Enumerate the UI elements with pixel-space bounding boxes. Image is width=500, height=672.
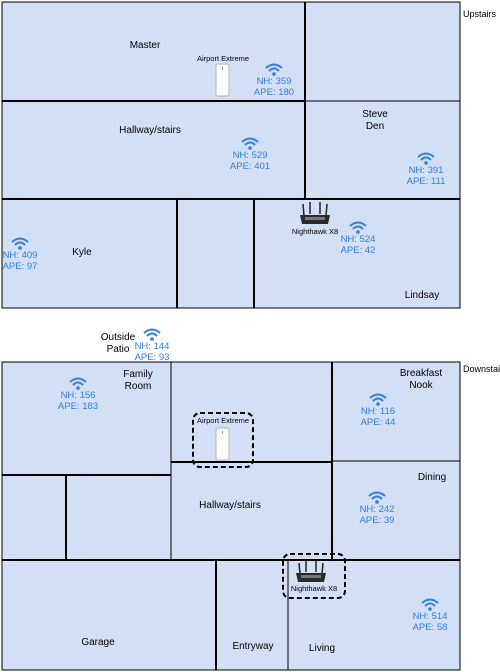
ape-value: APE: 401 xyxy=(229,161,271,172)
wifi-icon xyxy=(417,152,435,165)
wifi-icon xyxy=(368,491,386,504)
downstairs-outline xyxy=(1,361,461,671)
room-label-living: Living xyxy=(308,643,336,654)
wifi-icon xyxy=(421,598,439,611)
highlight-frame xyxy=(192,412,254,468)
device-label-airport-upstairs: Airport Extreme xyxy=(196,54,250,63)
downstairs-plan xyxy=(1,361,461,671)
wifi-icon xyxy=(69,377,87,390)
nighthawk-router-device xyxy=(300,202,330,224)
ape-value: APE: 111 xyxy=(406,176,446,187)
signal-reading-family-room: NH: 156 APE: 183 xyxy=(50,376,106,412)
room-label-hallway-downstairs: Hallway/stairs xyxy=(199,500,261,511)
room-label-line: Outside xyxy=(100,332,136,343)
signal-reading-dining: NH: 242 APE: 39 xyxy=(349,490,405,526)
wifi-icon xyxy=(143,328,161,341)
airport-extreme-device xyxy=(215,427,230,461)
device-label-nighthawk-upstairs: Nighthawk X8 xyxy=(291,227,339,236)
room-label-hallway-upstairs: Hallway/stairs xyxy=(119,125,181,136)
room-label-family-room: Family Room xyxy=(118,369,158,393)
ape-value: APE: 97 xyxy=(2,261,38,272)
signal-reading-outside-patio: NH: 144 APE: 93 xyxy=(124,327,180,363)
nh-value: NH: 242 xyxy=(359,504,395,515)
ape-value: APE: 93 xyxy=(134,352,170,363)
device-label-nighthawk-downstairs: Nighthawk X8 xyxy=(290,584,338,593)
nh-value: NH: 409 xyxy=(2,250,38,261)
upstairs-plan xyxy=(1,1,461,309)
nh-value: NH: 514 xyxy=(412,611,448,622)
signal-reading-master: NH: 359 APE: 180 xyxy=(246,62,302,98)
room-label-lindsay: Lindsay xyxy=(404,290,440,301)
ape-value: APE: 39 xyxy=(359,515,395,526)
nh-value: NH: 529 xyxy=(232,150,268,161)
room-label-line: Family xyxy=(123,369,153,380)
upstairs-outline xyxy=(1,1,461,309)
room-label-dining: Dining xyxy=(417,472,447,483)
highlight-frame xyxy=(282,553,346,599)
room-label-line: Nook xyxy=(409,380,433,391)
airport-extreme-device xyxy=(215,63,230,97)
room-label-kyle: Kyle xyxy=(72,247,92,258)
signal-reading-living: NH: 514 APE: 58 xyxy=(402,597,458,633)
room-label-line: Steve xyxy=(362,109,388,120)
room-label-breakfast-nook: Breakfast Nook xyxy=(396,368,446,392)
room-label-line: Breakfast xyxy=(399,368,443,379)
wifi-icon xyxy=(265,63,283,76)
nh-value: NH: 156 xyxy=(60,390,96,401)
signal-reading-lindsay: NH: 524 APE: 42 xyxy=(330,220,386,256)
nh-value: NH: 359 xyxy=(256,76,292,87)
device-label-airport-downstairs: Airport Extreme xyxy=(196,416,250,425)
nighthawk-router-device xyxy=(296,561,326,582)
nh-value: NH: 144 xyxy=(134,341,170,352)
nh-value: NH: 524 xyxy=(340,234,376,245)
wifi-icon xyxy=(11,237,29,250)
room-label-master: Master xyxy=(129,40,161,51)
signal-reading-steve-den: NH: 391 APE: 111 xyxy=(398,151,454,187)
room-label-steve-den: Steve Den xyxy=(355,109,395,133)
wifi-icon xyxy=(369,393,387,406)
room-label-line: Room xyxy=(124,381,152,392)
ape-value: APE: 58 xyxy=(412,622,448,633)
room-label-line: Den xyxy=(365,121,385,132)
ape-value: APE: 183 xyxy=(57,401,99,412)
room-label-outside-patio: Outside Patio xyxy=(98,332,138,356)
ape-value: APE: 180 xyxy=(253,87,295,98)
ape-value: APE: 42 xyxy=(340,245,376,256)
nh-value: NH: 391 xyxy=(408,165,444,176)
nh-value: NH: 116 xyxy=(360,406,396,417)
room-label-garage: Garage xyxy=(81,637,115,648)
room-label-entryway: Entryway xyxy=(232,641,274,652)
signal-reading-breakfast-nook: NH: 116 APE: 44 xyxy=(350,392,406,428)
signal-reading-kyle: NH: 409 APE: 97 xyxy=(0,236,48,272)
floor-label-downstairs: Downstairs xyxy=(463,364,500,374)
floor-label-upstairs: Upstairs xyxy=(463,9,497,19)
wifi-icon xyxy=(349,221,367,234)
ape-value: APE: 44 xyxy=(360,417,396,428)
signal-reading-hallway-upstairs: NH: 529 APE: 401 xyxy=(222,136,278,172)
room-label-line: Patio xyxy=(106,344,130,355)
wifi-icon xyxy=(241,137,259,150)
